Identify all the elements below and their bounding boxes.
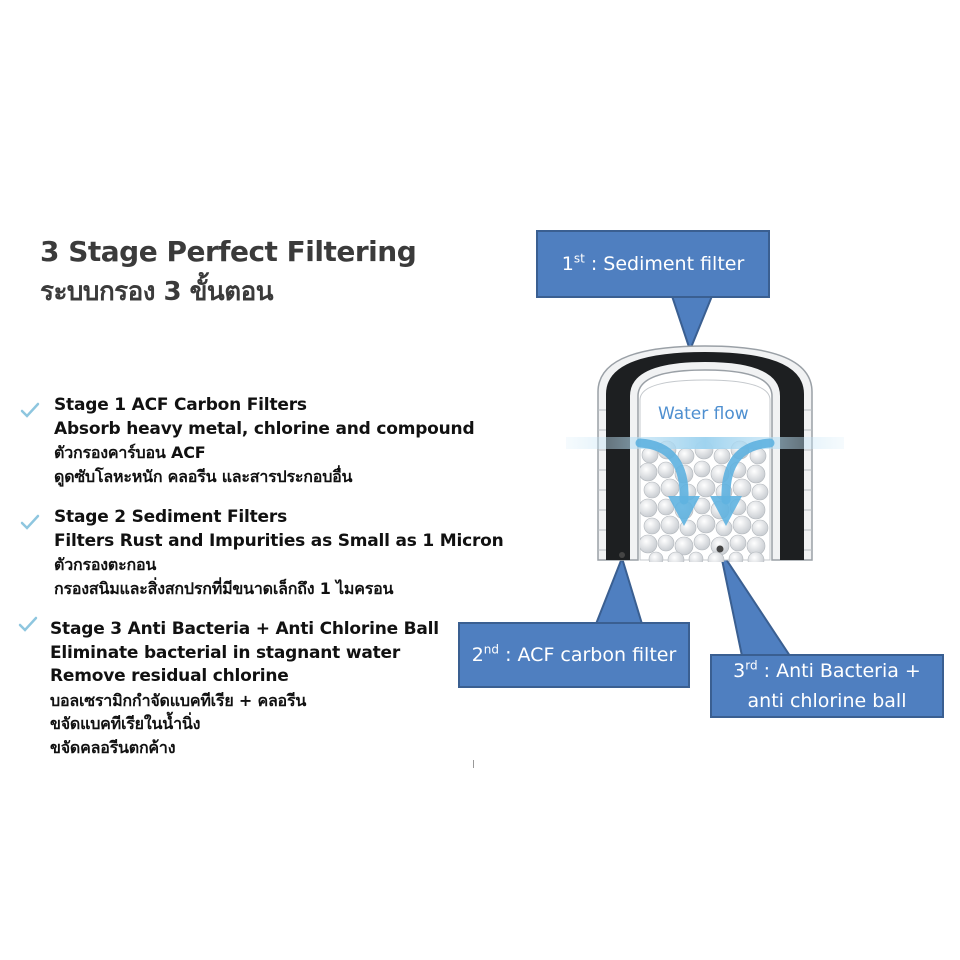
callout-2-pointer bbox=[594, 554, 644, 625]
callout-1-text: : Sediment filter bbox=[584, 253, 745, 275]
stage-2-thai-title: ตัวกรองตะกอน bbox=[54, 555, 157, 574]
flow-arrow-right bbox=[721, 438, 775, 505]
callout-2-num: 2 bbox=[471, 644, 484, 666]
stage-3-heading: Stage 3 Anti Bacteria + Anti Chlorine Ba… bbox=[50, 619, 439, 639]
stage-1-thai-desc: ดูดซับโลหะหนัก คลอรีน และสารประกอบอื่น bbox=[54, 466, 353, 486]
stage-1-thai-title: ตัวกรองคาร์บอน ACF bbox=[54, 443, 206, 462]
stage-2-thai-desc: กรองสนิมและสิ่งสกปรกที่มีขนาดเล็กถึง 1 ไ… bbox=[54, 578, 394, 598]
callout-acf-carbon-filter: 2nd : ACF carbon filter bbox=[458, 622, 690, 688]
callout-anti-bacteria-ball: 3rd : Anti Bacteria + anti chlorine ball bbox=[710, 654, 944, 718]
callout-2-text: : ACF carbon filter bbox=[499, 644, 677, 666]
title-english: 3 Stage Perfect Filtering bbox=[40, 235, 417, 268]
callout-3-line2: anti chlorine ball bbox=[747, 690, 907, 712]
check-icon bbox=[20, 402, 40, 418]
callout-1-num: 1 bbox=[561, 253, 574, 275]
stage-3-desc-1: Eliminate bacterial in stagnant water bbox=[50, 642, 401, 663]
callout-1-pointer bbox=[670, 295, 714, 353]
stage-1-desc: Absorb heavy metal, chlorine and compoun… bbox=[54, 418, 475, 439]
callout-sediment-filter: 1st : Sediment filter bbox=[536, 230, 770, 298]
stage-3-block: Stage 3 Anti Bacteria + Anti Chlorine Ba… bbox=[50, 618, 439, 759]
callout-1-sup: st bbox=[573, 251, 585, 266]
title-thai: ระบบกรอง 3 ขั้นตอน bbox=[40, 277, 273, 307]
stage-1-block: Stage 1 ACF Carbon Filters Absorb heavy … bbox=[54, 394, 475, 488]
stage-1-heading: Stage 1 ACF Carbon Filters bbox=[54, 395, 307, 415]
divider-mark bbox=[473, 760, 474, 768]
carbon-filter-layer bbox=[606, 352, 804, 560]
anti-bacteria-ball-marker bbox=[716, 545, 724, 553]
page-title: 3 Stage Perfect Filtering ระบบกรอง 3 ขั้… bbox=[40, 232, 417, 312]
stage-2-desc: Filters Rust and Impurities as Small as … bbox=[54, 530, 504, 551]
stage-3-thai-desc-2: ขจัดคลอรีนตกค้าง bbox=[50, 737, 176, 757]
check-icon bbox=[18, 616, 38, 632]
callout-3-pointer bbox=[719, 549, 792, 657]
callout-3-text: : Anti Bacteria + bbox=[757, 660, 921, 682]
stage-2-block: Stage 2 Sediment Filters Filters Rust an… bbox=[54, 506, 504, 600]
stage-3-thai-title: บอลเซรามิกกำจัดแบคทีเรีย + คลอรีน bbox=[50, 690, 307, 710]
callout-3-num: 3 bbox=[733, 660, 746, 682]
check-icon bbox=[20, 514, 40, 530]
water-flow-label: Water flow bbox=[658, 404, 749, 424]
water-flow-band bbox=[566, 437, 844, 449]
stage-3-desc-2: Remove residual chlorine bbox=[50, 666, 289, 686]
stage-2-heading: Stage 2 Sediment Filters bbox=[54, 507, 287, 527]
flow-arrow-left bbox=[635, 438, 689, 505]
callout-2-sup: nd bbox=[483, 642, 500, 657]
stage-3-thai-desc-1: ขจัดแบคทีเรียในน้ำนิ่ง bbox=[50, 714, 201, 733]
callout-3-sup: rd bbox=[745, 658, 758, 673]
